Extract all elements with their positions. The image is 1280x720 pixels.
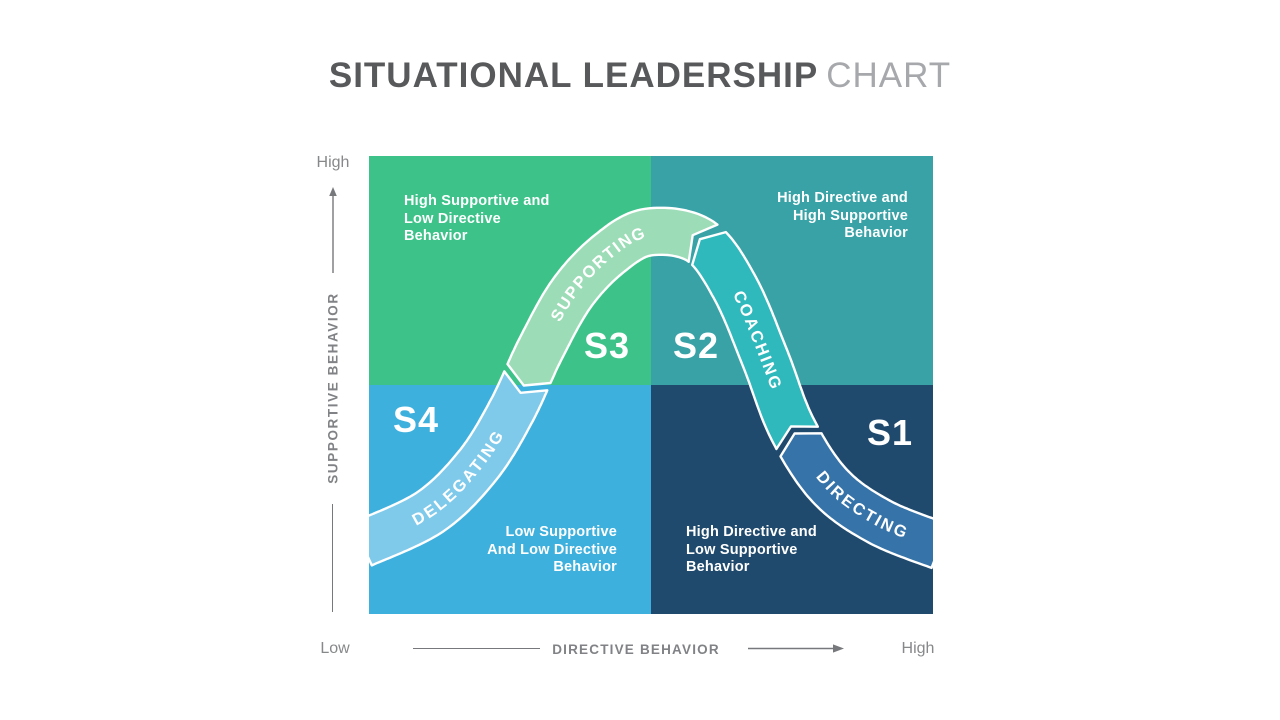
bell-curve-band-directing [779, 432, 933, 570]
quadrant-label-s3: S3 [583, 325, 631, 366]
y-axis-title: SUPPORTIVE BEHAVIOR [325, 292, 341, 484]
y-axis-lower-line [332, 504, 334, 612]
bell-curve-band-supporting [506, 206, 719, 387]
x-axis-low-label: Low [320, 640, 350, 657]
quadrant-label-s1: S1 [866, 412, 914, 453]
x-axis-left-line [413, 648, 540, 650]
x-axis-high-label: High [901, 640, 935, 657]
bell-curve-band-delegating [369, 370, 549, 567]
x-axis-title: DIRECTIVE BEHAVIOR [552, 642, 720, 657]
quadrant-label-s2: S2 [672, 325, 720, 366]
page-title-light: CHART [826, 56, 952, 95]
page-title-main: SITUATIONAL LEADERSHIP [328, 56, 819, 95]
x-axis-right-arrow-icon [748, 644, 844, 653]
y-axis-up-arrow-icon [329, 187, 337, 273]
quadrant-label-s4: S4 [392, 399, 440, 440]
bell-curve-band-coaching [691, 230, 819, 451]
y-axis-high-label: High [316, 154, 350, 171]
